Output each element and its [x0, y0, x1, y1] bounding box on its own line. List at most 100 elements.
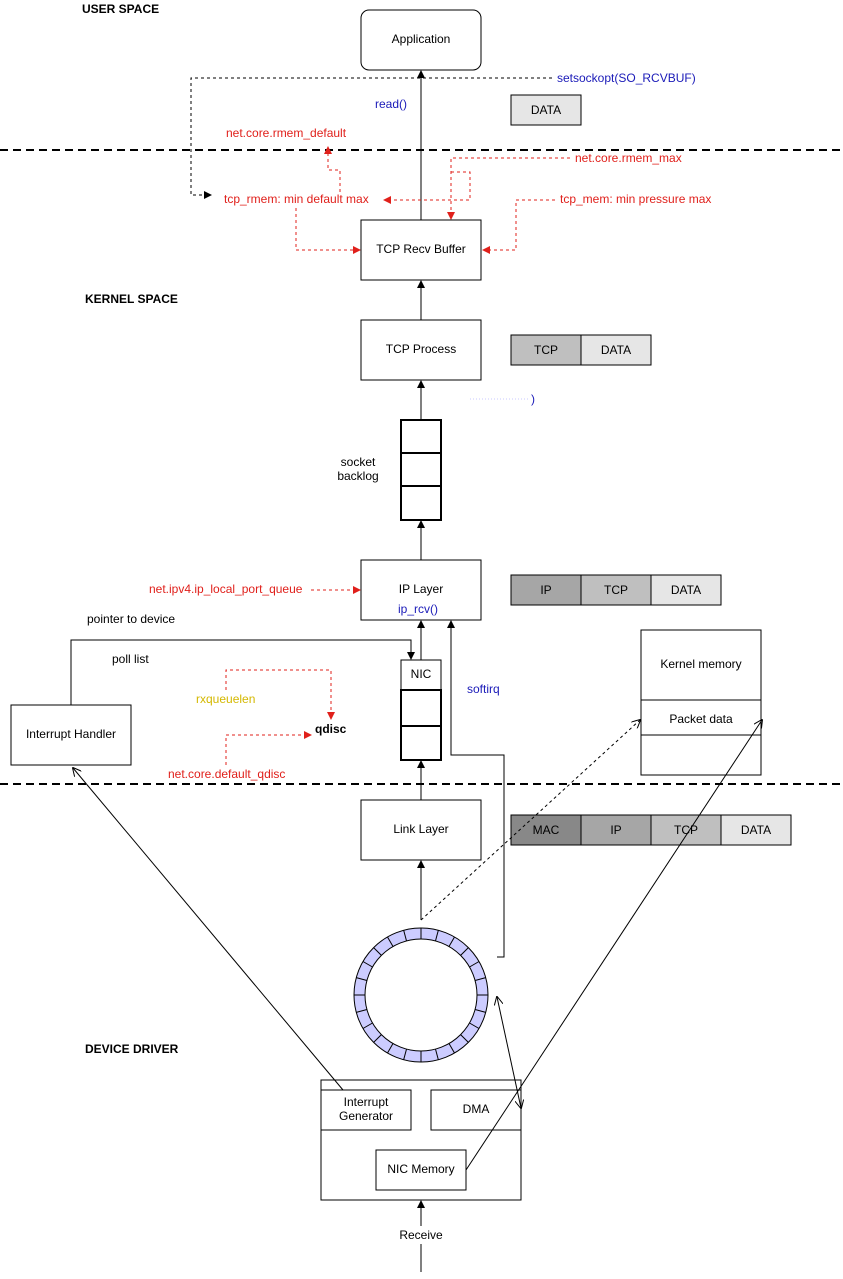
softirq-arrow: [447, 620, 505, 958]
application-box[interactable]: Application: [360, 9, 482, 71]
packet-ip-segment-label: IP: [540, 583, 551, 597]
packet-link-segment-data: [720, 814, 792, 846]
ring-slot-divider: [362, 961, 373, 968]
ring-slot-divider: [448, 936, 455, 947]
packet-tcp-segment-label: TCP: [534, 343, 558, 357]
ring-slot-divider: [460, 947, 469, 956]
packet-ip-segment-tcp: [580, 574, 652, 606]
packet-tcp-segment-tcp: [510, 334, 582, 366]
packet-ip-segment-data: [650, 574, 722, 606]
socket-backlog-queue: [400, 419, 442, 521]
ring-slot-divider: [474, 977, 486, 981]
tcp-mem-arrow: [482, 199, 555, 254]
interrupt-generator-label-line1: Interrupt: [344, 1095, 389, 1109]
rmem-default-label: net.core.rmem_default: [226, 126, 347, 140]
ring-slot-divider: [474, 1009, 486, 1013]
interrupt-arrow: [73, 768, 344, 1091]
tcp-process-label: TCP Process: [386, 342, 456, 356]
packet-tcp: TCP DATA: [510, 334, 652, 366]
tcp-rmem-label: tcp_rmem: min default max: [224, 192, 369, 206]
rxqueuelen-label: rxqueuelen: [196, 692, 255, 706]
packet-ip-segment-label: TCP: [604, 583, 628, 597]
default-qdisc-arrow: [225, 731, 312, 765]
nic-queue: [400, 659, 442, 761]
packet-link-segment-ip: [580, 814, 652, 846]
nic-memory-label: NIC Memory: [387, 1162, 454, 1176]
link-layer-box[interactable]: Link Layer: [360, 799, 482, 861]
dma-ring-arrow: [497, 997, 521, 1108]
rmem-default-arrow: [324, 146, 341, 192]
ring-slot-divider: [435, 1048, 439, 1060]
ring-slot-divider: [435, 930, 439, 942]
user-space-label: USER SPACE: [82, 2, 159, 16]
ring-slot-divider: [373, 1034, 382, 1043]
rxqueuelen-arrow: [225, 669, 335, 720]
poll-list-label: poll list: [112, 652, 149, 666]
pointer-to-device-label: pointer to device: [87, 612, 175, 626]
tcp-process-box[interactable]: TCP Process: [360, 319, 482, 381]
packet-app: DATA: [510, 94, 582, 126]
tcp-recv-buffer-box[interactable]: TCP Recv Buffer: [360, 219, 482, 281]
ring-slot-divider: [469, 961, 480, 968]
kernel-space-label: KERNEL SPACE: [85, 292, 178, 306]
tcp-recv-buffer-label: TCP Recv Buffer: [376, 242, 466, 256]
poll-list-arrow: [70, 639, 415, 705]
packet-link-segment-mac: [510, 814, 582, 846]
setsockopt-label: setsockopt(SO_RCVBUF): [557, 71, 696, 85]
packet-link-segment-label: IP: [610, 823, 621, 837]
socket-backlog-label-line1: socket: [341, 455, 376, 469]
interrupt-handler-label: Interrupt Handler: [26, 727, 116, 741]
tcp-mem-label: tcp_mem: min pressure max: [560, 192, 711, 206]
packet-ip-segment-ip: [510, 574, 582, 606]
ring-slot-divider: [356, 1009, 368, 1013]
ring-slot-divider: [403, 1048, 407, 1060]
softirq-label: softirq: [467, 682, 500, 696]
paren-label: ): [531, 392, 535, 406]
socket-backlog-label-line2: backlog: [337, 469, 378, 483]
ip-layer-label: IP Layer: [399, 582, 443, 596]
interrupt-generator-label-line2: Generator: [339, 1109, 393, 1123]
dma-label: DMA: [463, 1102, 490, 1116]
ring-slot-divider: [387, 1043, 394, 1054]
ring-to-packet-data-arrow: [420, 720, 640, 921]
ring-buffer: [353, 927, 489, 1063]
ring-slot-divider: [362, 1022, 373, 1029]
ring-slot-divider: [460, 1034, 469, 1043]
rmem-max-to-buffer-arrow: [447, 157, 570, 220]
read-call-label: read(): [375, 97, 407, 111]
packet-tcp-segment-label: DATA: [601, 343, 631, 357]
packet-link-segment-label: DATA: [741, 823, 771, 837]
setsockopt-arrow: [190, 77, 552, 199]
packet-tcp-segment-data: [580, 334, 652, 366]
packet-data-label: Packet data: [669, 712, 733, 726]
ring-slot-divider: [356, 977, 368, 981]
ip-local-port-queue-label: net.ipv4.ip_local_port_queue: [149, 582, 303, 596]
kernel-memory-block[interactable]: Kernel memory Packet data: [640, 629, 762, 776]
ring-slot-divider: [469, 1022, 480, 1029]
nic-memory-to-kernel-arrow: [465, 720, 762, 1171]
interrupt-generator-box[interactable]: Interrupt Generator: [320, 1089, 412, 1131]
application-label: Application: [392, 32, 451, 46]
packet-link-segment-label: MAC: [533, 823, 560, 837]
packet-ip-segment-label: DATA: [671, 583, 701, 597]
nic-label: NIC: [411, 667, 432, 681]
ring-slot-divider: [373, 947, 382, 956]
receive-label: Receive: [399, 1228, 443, 1242]
interrupt-handler-box[interactable]: Interrupt Handler: [10, 704, 132, 766]
ip-rcv-label: ip_rcv(): [398, 602, 438, 616]
link-layer-label: Link Layer: [393, 822, 448, 836]
packet-app-segment-data: [510, 94, 582, 126]
qdisc-label: qdisc: [315, 722, 347, 736]
default-qdisc-label: net.core.default_qdisc: [168, 767, 285, 781]
ip-layer-box[interactable]: IP Layer ip_rcv(): [360, 559, 482, 621]
packet-ip: IP TCP DATA: [510, 574, 722, 606]
ring-slot-divider: [387, 936, 394, 947]
dma-box[interactable]: DMA: [430, 1089, 522, 1131]
packet-link-segment-tcp: [650, 814, 722, 846]
nic-memory-box[interactable]: NIC Memory: [375, 1149, 467, 1191]
rmem-max-to-tcp-rmem-arrow: [383, 171, 471, 204]
kernel-memory-label: Kernel memory: [660, 657, 741, 671]
device-driver-label: DEVICE DRIVER: [85, 1042, 179, 1056]
